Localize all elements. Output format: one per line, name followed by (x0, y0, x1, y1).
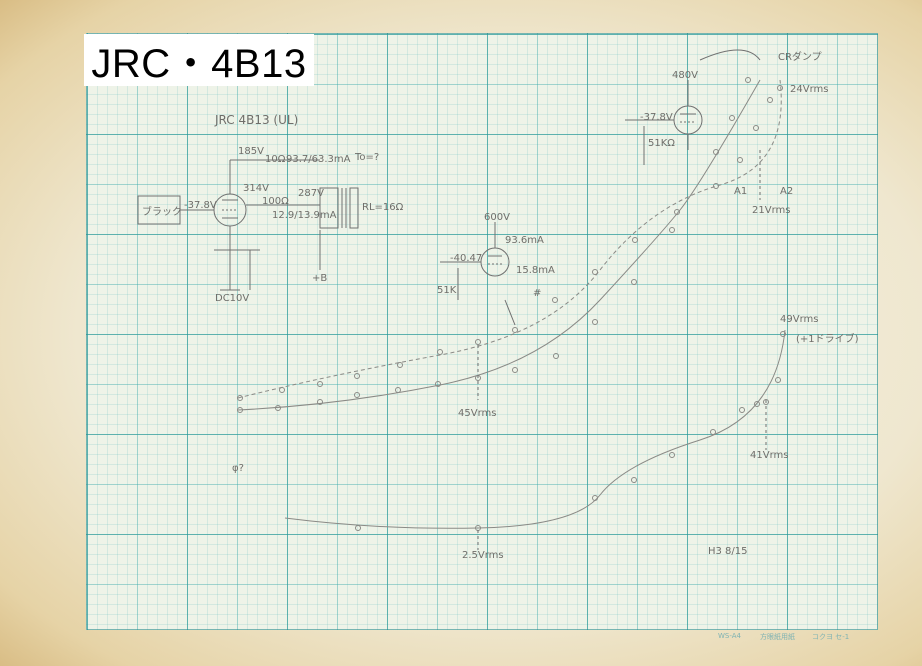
v45-note: 45Vrms (458, 408, 497, 419)
curve-2 (237, 77, 761, 413)
r10-note: 10Ω (265, 154, 286, 165)
bias3-note: -37.8V (640, 112, 673, 123)
b-plus-note: 185V (238, 146, 264, 157)
g2-note: 287V (298, 188, 324, 199)
subtitle-note: JRC 4B13 (UL) (215, 113, 299, 127)
toq-note: To=? (355, 152, 380, 163)
r51k2-note: 51KΩ (648, 138, 675, 149)
circuit-sketch-1 (137, 159, 359, 291)
v41-note: 41Vrms (750, 450, 789, 461)
grid-bias-note: -37.8V (184, 200, 217, 211)
curve-3 (284, 329, 786, 531)
v600-note: 600V (484, 212, 510, 223)
page-title: JRC・4B13 (91, 42, 307, 86)
rl-note: RL=16Ω (362, 202, 404, 213)
footer-maker: 方眼紙用紙 (760, 633, 795, 641)
b-label-note: +B (312, 273, 328, 284)
v21-note: 21Vrms (752, 205, 791, 216)
ip-note: 314V (243, 183, 269, 194)
bias2-note: -40.47 (450, 253, 483, 264)
footer-num: コクヨ セ-1 (812, 633, 850, 641)
mark-note: φ? (232, 463, 244, 474)
grid-area (86, 33, 878, 630)
title-label: JRC・4B13 (84, 34, 314, 86)
a1-note: A1 (734, 186, 748, 197)
v25-note: 2.5Vrms (462, 550, 504, 561)
v49b-note: (+1ドライブ) (796, 334, 859, 345)
cr-note: CRダンプ (778, 52, 822, 63)
i15-note: 15.8mA (516, 265, 555, 276)
a2-note: A2 (780, 186, 794, 197)
date-note: H3 8/15 (708, 546, 748, 557)
footer-code: WS-A4 (718, 632, 741, 640)
i93-note: 93.6mA (505, 235, 544, 246)
r51k-note: 51K (437, 285, 457, 296)
curve-1 (237, 79, 783, 401)
v24-note: 24Vrms (790, 84, 829, 95)
circuit-sketch-3 (625, 49, 761, 165)
source-note: ブラック (142, 207, 182, 218)
hash-note: # (533, 288, 542, 299)
circuit-sketch-2 (440, 222, 516, 326)
dc-note: DC10V (215, 293, 250, 304)
v49-note: 49Vrms (780, 314, 819, 325)
reference-lines (477, 150, 767, 550)
screen-current-note: 12.9/13.9mA (272, 210, 337, 221)
v480-note: 480V (672, 70, 698, 81)
plate-current-note: 93.7/63.3mA (286, 154, 351, 165)
r100-note: 100Ω (262, 196, 289, 207)
